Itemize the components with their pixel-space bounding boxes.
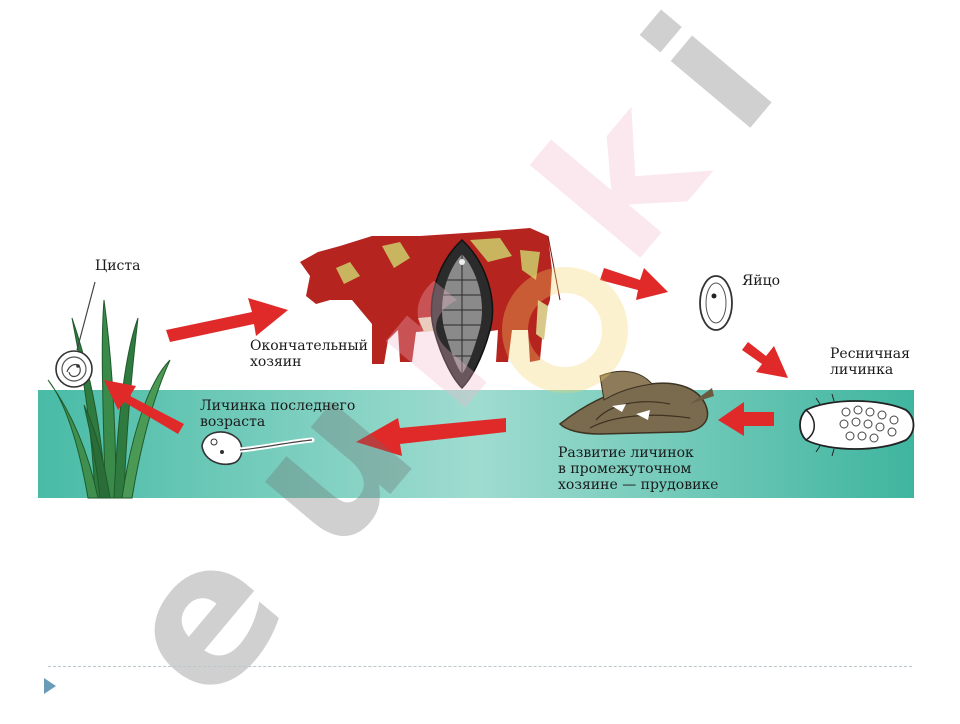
- snail-development-label: Развитие личинок в промежуточном хозяине…: [558, 445, 719, 493]
- footer-divider: [48, 666, 912, 667]
- water-band: [38, 390, 914, 498]
- cercaria-icon: [201, 431, 315, 466]
- snail-icon: [558, 370, 714, 435]
- arrow-snail-to-cercaria: [356, 418, 506, 456]
- next-slide-arrow-icon[interactable]: [44, 678, 56, 694]
- watermark-o: [502, 267, 628, 393]
- arrow-cow-to-egg: [600, 268, 668, 300]
- last-stage-larva-label: Личинка последнего возраста: [200, 398, 356, 430]
- watermark-e: e: [75, 498, 327, 720]
- ciliated-larva-label: Ресничная личинка: [830, 346, 910, 378]
- arrow-cyst-to-cow: [166, 298, 288, 342]
- ciliated-larva-icon: [799, 393, 915, 457]
- arrow-cercaria-to-cyst: [104, 380, 184, 434]
- cyst-label: Циста: [95, 258, 141, 274]
- egg-icon: [699, 275, 733, 331]
- grass-icon: [47, 299, 171, 499]
- liver-fluke-icon: [430, 238, 494, 390]
- definitive-host-label: Окончательный хозяин: [250, 338, 368, 370]
- cycle-arrows: [104, 268, 788, 456]
- arrow-larva-to-snail: [718, 402, 774, 436]
- egg-label: Яйцо: [742, 273, 781, 289]
- arrow-egg-to-larva: [742, 342, 788, 378]
- watermark-logo: e u r k i: [75, 0, 816, 724]
- cyst-icon: [55, 281, 96, 388]
